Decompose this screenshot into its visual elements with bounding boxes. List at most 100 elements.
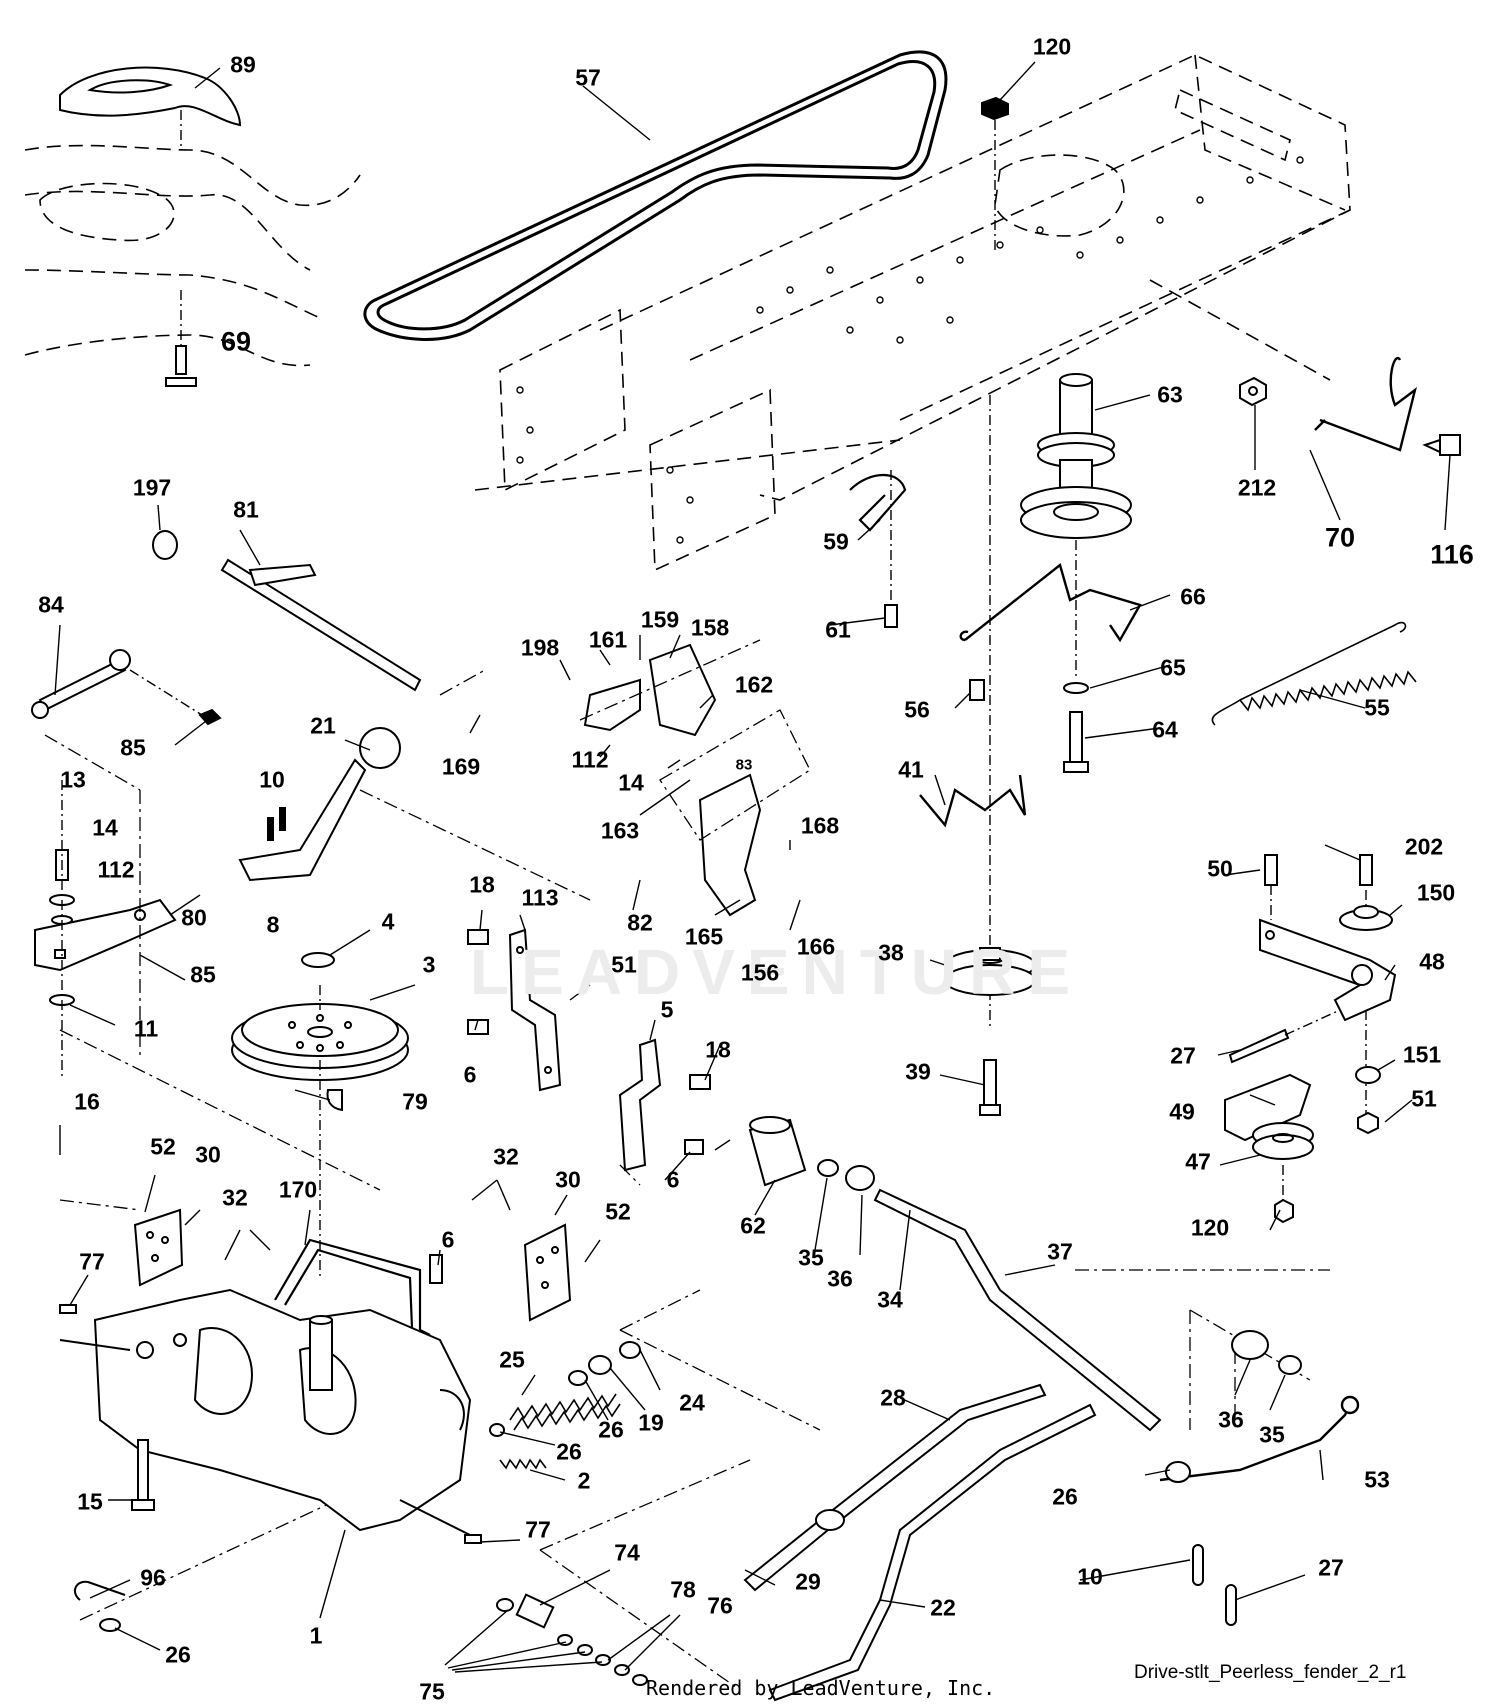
render-credit: Rendered by LeadVenture, Inc. (646, 1676, 996, 1700)
callout-159: 159 (640, 606, 680, 633)
callout-96: 96 (140, 1564, 166, 1591)
callout-30-mid: 30 (555, 1166, 581, 1193)
nut-212 (1239, 376, 1267, 407)
keys-77 (59, 1304, 482, 1544)
callout-57: 57 (575, 64, 601, 91)
pins-10-27 (1192, 1544, 1237, 1626)
callout-116: 116 (1430, 539, 1474, 570)
pulley-38 (944, 947, 1036, 996)
callout-81: 81 (233, 496, 259, 523)
spring-2 (499, 1458, 547, 1470)
callout-75: 75 (419, 1678, 445, 1705)
nut-120-top (981, 96, 1009, 1030)
bolt-69 (165, 110, 197, 387)
callout-168: 168 (800, 812, 840, 839)
callout-41: 41 (898, 756, 924, 783)
callout-15: 15 (77, 1488, 103, 1515)
callout-36-left: 36 (827, 1265, 853, 1292)
sleeve-62 (748, 1116, 807, 1187)
frame-holes (516, 156, 1304, 544)
spacers-19-24-26 (489, 1341, 641, 1437)
callout-34: 34 (877, 1286, 903, 1313)
bracket-dashed-box (579, 639, 811, 841)
bracket-30-left (133, 1208, 184, 1287)
bolt-50-202-spacer-150 (1264, 854, 1393, 1130)
bracket-113 (508, 928, 562, 1092)
bolt-64-washer-65 (1063, 682, 1089, 773)
callout-10-right: 10 (1077, 1563, 1103, 1590)
callout-32-mid: 32 (493, 1143, 519, 1170)
callout-47: 47 (1185, 1148, 1211, 1175)
callout-18-left: 18 (469, 871, 495, 898)
axle-spacers-74-78 (496, 1593, 648, 1686)
callout-21: 21 (310, 712, 336, 739)
callout-82: 82 (627, 909, 653, 936)
fender-outline (24, 144, 361, 367)
drive-belt-57 (363, 50, 948, 341)
leader-lines (54, 61, 1451, 1673)
callout-89: 89 (230, 51, 256, 78)
callout-26-b: 26 (556, 1438, 582, 1465)
callout-120-top: 120 (1032, 33, 1072, 60)
shaft-81 (152, 530, 422, 692)
callout-165: 165 (684, 923, 724, 950)
callout-69: 69 (220, 326, 252, 357)
callout-50: 50 (1207, 855, 1233, 882)
bolt-13-washers (49, 780, 75, 1080)
callout-39: 39 (905, 1058, 931, 1085)
callout-202: 202 (1404, 833, 1444, 860)
callout-84: 84 (38, 591, 64, 618)
callout-59: 59 (823, 528, 849, 555)
callout-85-left: 85 (190, 961, 216, 988)
callout-150: 150 (1416, 879, 1456, 906)
pulley-47 (1252, 1122, 1314, 1224)
callout-52-left: 52 (150, 1133, 176, 1160)
washers-35-36 (817, 1159, 1302, 1375)
bracket-170 (274, 1238, 431, 1336)
callout-51-mid: 51 (611, 951, 637, 978)
callout-51-right: 51 (1411, 1085, 1437, 1112)
callout-38: 38 (878, 939, 904, 966)
watermark: LEADVENTURE (470, 936, 1083, 1008)
transaxle-1 (59, 1288, 481, 1541)
bolts-10-left (267, 807, 286, 841)
callout-18-mid: 18 (705, 1036, 731, 1063)
callout-53: 53 (1364, 1466, 1390, 1493)
callout-56: 56 (904, 696, 930, 723)
callout-162: 162 (734, 671, 774, 698)
callout-8: 8 (266, 911, 280, 938)
callout-37: 37 (1047, 1238, 1073, 1265)
callout-6-a: 6 (463, 1061, 477, 1088)
callout-166: 166 (796, 933, 836, 960)
linkage-lines (44, 669, 1330, 1691)
belt-guide-66 (959, 562, 1142, 643)
callout-2: 2 (577, 1467, 591, 1494)
bolt-15 (131, 1439, 155, 1511)
callout-6-c: 6 (441, 1226, 455, 1253)
bolt-56 (969, 679, 985, 701)
bolt-61 (884, 470, 898, 628)
callout-76: 76 (707, 1592, 733, 1619)
bracket-30-mid (523, 1223, 572, 1322)
callout-55: 55 (1364, 694, 1390, 721)
idler-pulley-63 (1020, 373, 1132, 680)
callout-151: 151 (1402, 1041, 1442, 1068)
rod-22 (768, 1403, 1097, 1702)
callout-85-top: 85 (120, 734, 146, 761)
rod-70 (1314, 356, 1417, 452)
shaft-84 (31, 649, 222, 726)
callout-48: 48 (1419, 948, 1445, 975)
callout-198: 198 (520, 634, 560, 661)
callout-19: 19 (638, 1409, 664, 1436)
callout-52-mid: 52 (605, 1198, 631, 1225)
callout-61: 61 (825, 616, 851, 643)
callout-6-b: 6 (666, 1166, 680, 1193)
drive-pulley-3 (231, 985, 409, 1280)
callout-170: 170 (278, 1176, 318, 1203)
callout-79: 79 (402, 1088, 428, 1115)
callout-62: 62 (740, 1212, 766, 1239)
callout-25: 25 (499, 1346, 525, 1373)
callout-28: 28 (880, 1384, 906, 1411)
